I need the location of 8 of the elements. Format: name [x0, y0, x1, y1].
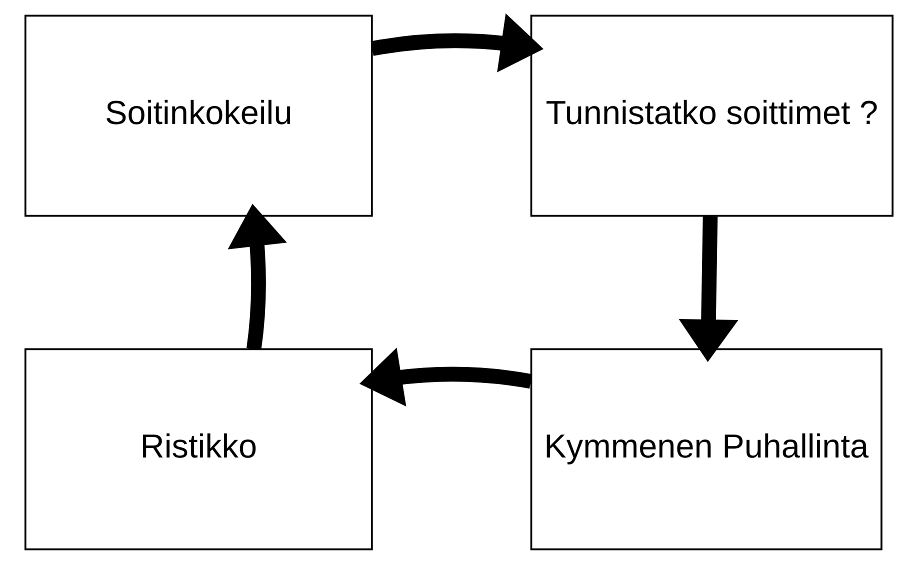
node-box: Tunnistatko soittimet ?: [530, 14, 894, 217]
arrow: [358, 348, 532, 406]
node-box: Soitinkokeilu: [24, 14, 372, 217]
arrow: [227, 204, 286, 350]
arrow: [678, 216, 738, 362]
node-box: Ristikko: [24, 348, 372, 550]
arrow: [370, 13, 544, 72]
node-box: Kymmenen Puhallinta: [530, 348, 882, 550]
